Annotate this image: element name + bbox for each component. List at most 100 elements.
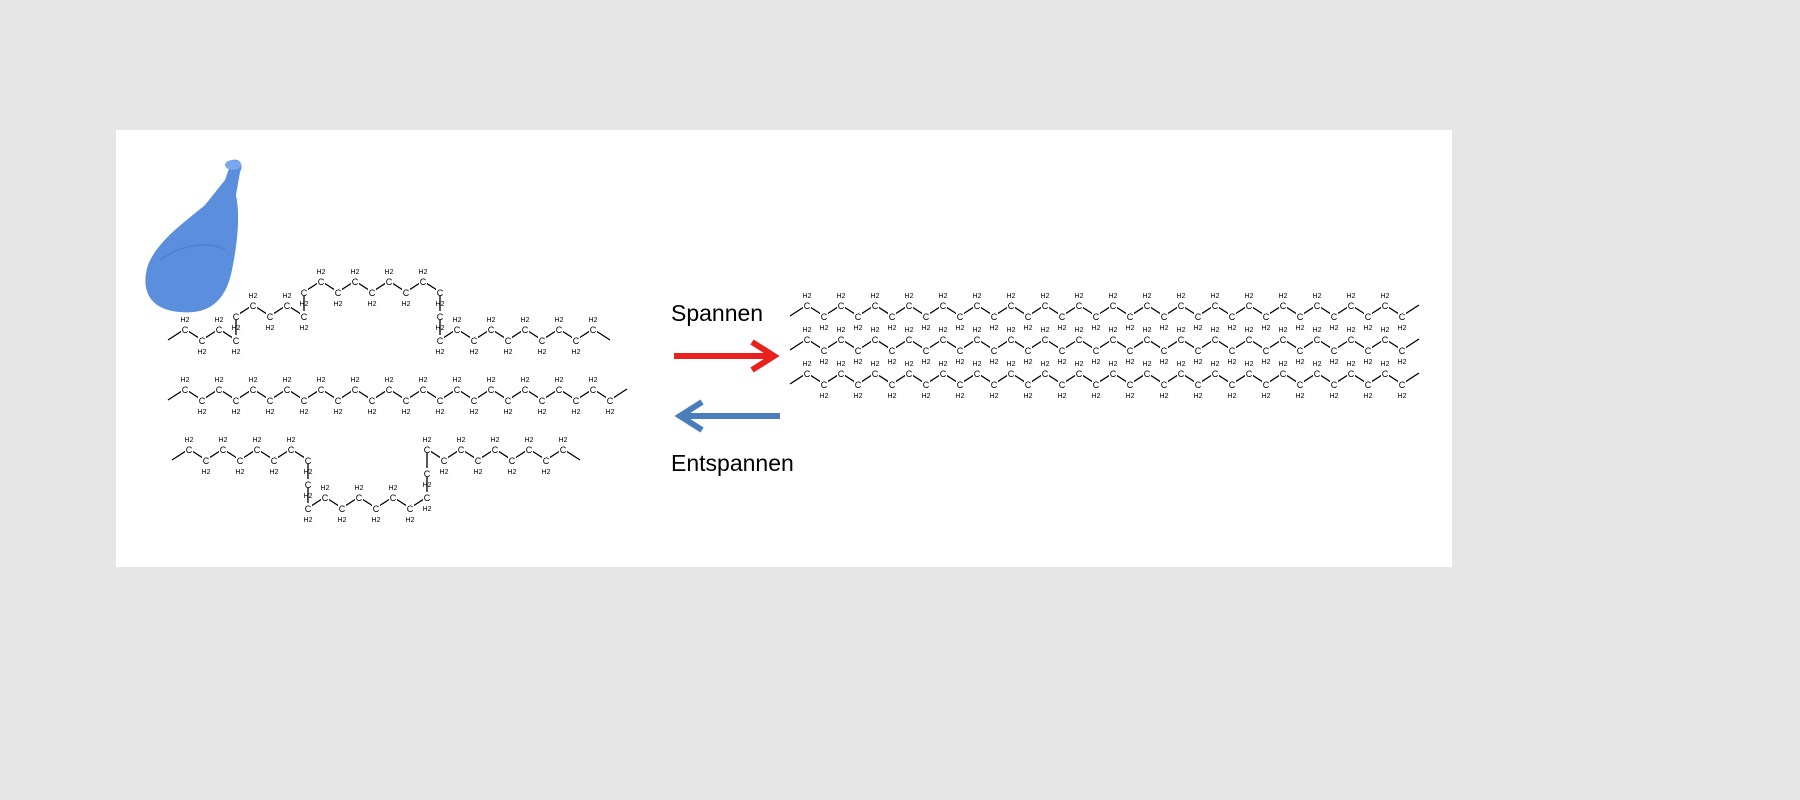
hydrogen-label: H2 bbox=[215, 377, 224, 384]
hydrogen-label: H2 bbox=[1228, 393, 1237, 400]
hydrogen-label: H2 bbox=[1024, 325, 1033, 332]
hydrogen-label: H2 bbox=[871, 327, 880, 334]
hydrogen-label: H2 bbox=[888, 359, 897, 366]
hydrogen-label: H2 bbox=[1109, 361, 1118, 368]
carbon-atom: C bbox=[1263, 312, 1270, 322]
carbon-atom: C bbox=[475, 456, 482, 466]
hydrogen-label: H2 bbox=[1177, 293, 1186, 300]
carbon-atom: C bbox=[1331, 380, 1338, 390]
hydrogen-label: H2 bbox=[181, 377, 190, 384]
hydrogen-label: H2 bbox=[1347, 293, 1356, 300]
hydrogen-label: H2 bbox=[287, 437, 296, 444]
carbon-atom: C bbox=[182, 325, 189, 335]
carbon-atom: C bbox=[906, 301, 913, 311]
hydrogen-label: H2 bbox=[1160, 359, 1169, 366]
carbon-atom: C bbox=[543, 456, 550, 466]
carbon-atom: C bbox=[1382, 335, 1389, 345]
carbon-atom: C bbox=[1042, 301, 1049, 311]
hydrogen-label: H2 bbox=[905, 293, 914, 300]
carbon-atom: C bbox=[305, 456, 312, 466]
relax-arrow bbox=[674, 399, 780, 433]
hydrogen-label: H2 bbox=[922, 359, 931, 366]
carbon-atom: C bbox=[838, 301, 845, 311]
carbon-atom: C bbox=[403, 288, 410, 298]
hydrogen-label: H2 bbox=[572, 409, 581, 416]
hydrogen-label: H2 bbox=[1245, 361, 1254, 368]
hydrogen-label: H2 bbox=[820, 359, 829, 366]
carbon-atom: C bbox=[437, 288, 444, 298]
hydrogen-label: H2 bbox=[1296, 359, 1305, 366]
carbon-atom: C bbox=[1144, 335, 1151, 345]
hydrogen-label: H2 bbox=[1092, 359, 1101, 366]
carbon-atom: C bbox=[804, 369, 811, 379]
hydrogen-label: H2 bbox=[1279, 361, 1288, 368]
carbon-atom: C bbox=[1093, 312, 1100, 322]
hydrogen-label: H2 bbox=[1126, 393, 1135, 400]
hydrogen-label: H2 bbox=[249, 293, 258, 300]
carbon-atom: C bbox=[1110, 369, 1117, 379]
carbon-atom: C bbox=[1348, 369, 1355, 379]
carbon-atom: C bbox=[1246, 335, 1253, 345]
hydrogen-label: H2 bbox=[606, 409, 615, 416]
hydrogen-label: H2 bbox=[1058, 393, 1067, 400]
carbon-atom: C bbox=[403, 396, 410, 406]
hydrogen-label: H2 bbox=[423, 482, 432, 489]
hydrogen-label: H2 bbox=[521, 317, 530, 324]
carbon-atom: C bbox=[420, 385, 427, 395]
hydrogen-label: H2 bbox=[559, 437, 568, 444]
hydrogen-label: H2 bbox=[521, 377, 530, 384]
hydrogen-label: H2 bbox=[436, 301, 445, 308]
hydrogen-label: H2 bbox=[837, 327, 846, 334]
carbon-atom: C bbox=[437, 396, 444, 406]
carbon-atom: C bbox=[821, 346, 828, 356]
carbon-atom: C bbox=[872, 335, 879, 345]
carbon-atom: C bbox=[889, 380, 896, 390]
hydrogen-label: H2 bbox=[1364, 359, 1373, 366]
tangled-chain bbox=[167, 388, 628, 401]
hydrogen-label: H2 bbox=[368, 409, 377, 416]
carbon-atom: C bbox=[284, 301, 291, 311]
hydrogen-label: H2 bbox=[419, 377, 428, 384]
carbon-atom: C bbox=[237, 456, 244, 466]
carbon-atom: C bbox=[889, 312, 896, 322]
carbon-atom: C bbox=[991, 380, 998, 390]
carbon-atom: C bbox=[233, 396, 240, 406]
carbon-atom: C bbox=[1365, 312, 1372, 322]
hydrogen-label: H2 bbox=[905, 361, 914, 368]
carbon-atom: C bbox=[560, 445, 567, 455]
hydrogen-label: H2 bbox=[440, 469, 449, 476]
carbon-atom: C bbox=[267, 312, 274, 322]
carbon-atom: C bbox=[590, 325, 597, 335]
carbon-atom: C bbox=[1382, 369, 1389, 379]
carbon-atom: C bbox=[1144, 301, 1151, 311]
hydrogen-label: H2 bbox=[1347, 361, 1356, 368]
carbon-atom: C bbox=[1297, 312, 1304, 322]
carbon-atom: C bbox=[1025, 312, 1032, 322]
hydrogen-label: H2 bbox=[283, 377, 292, 384]
hydrogen-label: H2 bbox=[973, 327, 982, 334]
hydrogen-label: H2 bbox=[1211, 327, 1220, 334]
carbon-atom: C bbox=[923, 312, 930, 322]
carbon-atom: C bbox=[437, 336, 444, 346]
hydrogen-label: H2 bbox=[453, 317, 462, 324]
carbon-atom: C bbox=[940, 369, 947, 379]
carbon-atom: C bbox=[1178, 369, 1185, 379]
carbon-atom: C bbox=[539, 396, 546, 406]
carbon-atom: C bbox=[335, 288, 342, 298]
carbon-atom: C bbox=[1263, 380, 1270, 390]
hydrogen-label: H2 bbox=[436, 349, 445, 356]
carbon-atom: C bbox=[1042, 369, 1049, 379]
carbon-atom: C bbox=[216, 385, 223, 395]
carbon-atom: C bbox=[906, 369, 913, 379]
carbon-atom: C bbox=[424, 493, 431, 503]
hydrogen-label: H2 bbox=[1109, 327, 1118, 334]
hydrogen-label: H2 bbox=[508, 469, 517, 476]
hydrogen-label: H2 bbox=[1262, 325, 1271, 332]
hydrogen-label: H2 bbox=[1177, 327, 1186, 334]
carbon-atom: C bbox=[957, 312, 964, 322]
carbon-atom: C bbox=[573, 336, 580, 346]
hydrogen-label: H2 bbox=[334, 409, 343, 416]
carbon-atom: C bbox=[322, 493, 329, 503]
hydrogen-label: H2 bbox=[1058, 325, 1067, 332]
hydrogen-label: H2 bbox=[1245, 327, 1254, 334]
